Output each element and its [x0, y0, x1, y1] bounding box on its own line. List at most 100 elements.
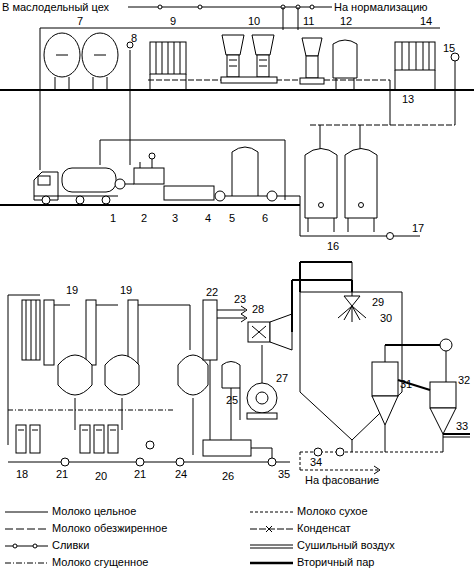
legend-line-sample — [5, 512, 48, 513]
raw-milk-tank — [374, 218, 375, 232]
concentrate-tank — [203, 440, 251, 456]
milk-pipe — [100, 140, 285, 141]
air-fan — [247, 383, 277, 413]
spray-dryer — [344, 306, 352, 320]
callout-number: 22 — [206, 286, 218, 298]
storage-tank — [44, 33, 80, 77]
evaporator — [8, 410, 175, 411]
milk-pipe — [320, 125, 321, 150]
callout-number: 23 — [234, 293, 246, 305]
powder-line — [374, 466, 380, 474]
cyclone — [446, 351, 447, 382]
air-heater — [252, 326, 266, 338]
raw-milk-tank — [348, 218, 349, 232]
callout-number: 29 — [372, 296, 384, 308]
floor-line — [0, 89, 474, 91]
milk-pipe — [130, 50, 131, 165]
raw-milk-tank — [308, 218, 309, 232]
receiving-equipment — [225, 196, 232, 197]
callout-number: 7 — [77, 15, 83, 27]
powder-line — [300, 470, 380, 471]
milk-truck — [102, 196, 110, 204]
condenser — [217, 310, 245, 311]
concentrate-tank — [272, 448, 273, 458]
plate-heat-exchanger — [168, 42, 169, 74]
cream-tank — [336, 78, 337, 90]
legend-line-sample — [5, 512, 293, 563]
condenser — [222, 362, 240, 389]
callout-number: 18 — [16, 468, 28, 480]
spray-dryer — [300, 261, 352, 263]
milk-truck — [42, 196, 50, 204]
legend-text: Сушильный воздух — [297, 539, 395, 552]
spray-dryer — [352, 306, 353, 322]
flow-note: На фасование — [305, 474, 379, 486]
pump — [8, 462, 290, 463]
separator — [302, 38, 322, 56]
callout-number: 25 — [226, 394, 238, 406]
cyclone — [385, 345, 386, 362]
receiving-equipment — [115, 147, 300, 236]
storage-tank — [69, 77, 70, 90]
callout-number: 31 — [400, 378, 412, 390]
callout-number: 9 — [170, 15, 176, 27]
flow-note: На нормализацию — [334, 1, 428, 13]
plate-heat-exchanger — [416, 42, 417, 70]
callout-number: 1 — [110, 212, 116, 224]
milk-truck — [62, 168, 116, 192]
pump — [136, 458, 144, 466]
legend-text: Молоко сухое — [297, 505, 368, 518]
cream-pipe — [283, 7, 284, 30]
cream-pipe — [158, 5, 162, 9]
plate-heat-exchanger — [180, 42, 181, 74]
cyclone — [372, 362, 398, 396]
cyclone — [430, 408, 456, 434]
evaporator — [8, 295, 9, 445]
raw-milk-tank — [300, 149, 420, 240]
raw-milk-tank — [305, 149, 337, 219]
evaporator — [44, 300, 54, 365]
callout-number: 19 — [66, 284, 78, 296]
cyclone — [372, 396, 398, 425]
legend-line-sample — [13, 544, 17, 548]
plate-heat-exchanger — [186, 74, 187, 90]
pump — [268, 458, 276, 466]
receiving-equipment — [149, 153, 155, 159]
valve — [451, 53, 459, 61]
milk-pipe — [310, 125, 455, 126]
air-heater — [248, 322, 270, 342]
heater-bank — [16, 425, 26, 453]
plate-heat-exchanger — [150, 42, 435, 90]
concentrate-tank — [203, 440, 272, 458]
evaporator — [178, 355, 208, 395]
cream-tank — [333, 40, 357, 90]
callout-number: 27 — [276, 372, 288, 384]
heater-bank — [16, 425, 118, 453]
heater-bank — [30, 425, 40, 453]
evaporator — [122, 398, 123, 430]
cyclone — [443, 434, 444, 452]
milk-truck — [34, 168, 118, 204]
air-heater — [291, 280, 293, 332]
condenser — [203, 300, 247, 440]
pump — [146, 441, 154, 449]
heater-bank — [80, 425, 90, 453]
legend-text: Сливки — [52, 539, 89, 552]
air-fan — [247, 345, 277, 419]
heater-bank — [96, 430, 102, 431]
callout-number: 13 — [402, 93, 414, 105]
air-heater — [270, 314, 292, 350]
evaporator — [26, 300, 27, 360]
flow-note: В маслодельный цех — [2, 1, 109, 13]
callout-number: 16 — [327, 240, 339, 252]
milk-pipe — [100, 140, 101, 165]
raw-milk-tank — [387, 233, 394, 240]
spray-dryer — [300, 262, 402, 452]
separator — [300, 78, 324, 84]
callout-number: 33 — [456, 420, 468, 432]
callout-number: 14 — [420, 15, 432, 27]
plate-heat-exchanger — [435, 70, 436, 90]
plate-heat-exchanger — [423, 42, 424, 70]
separator — [257, 55, 269, 77]
